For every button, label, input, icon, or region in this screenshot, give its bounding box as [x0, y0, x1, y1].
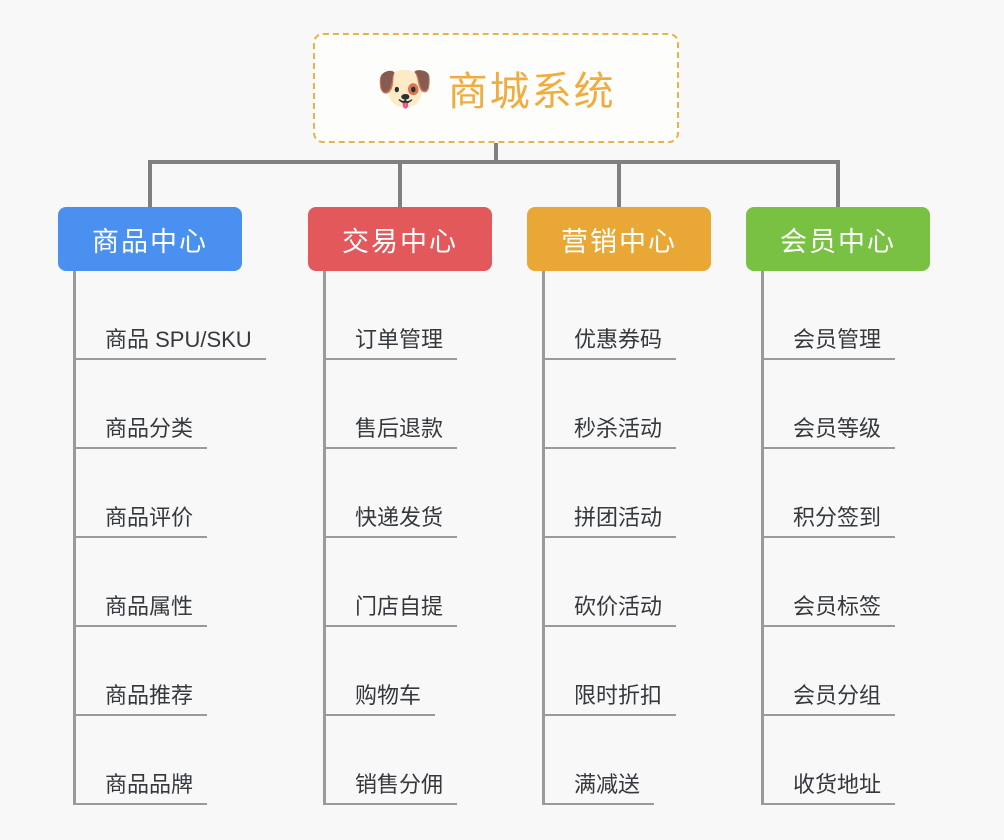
leaf-item-label: 满减送: [542, 772, 655, 805]
leaf-item[interactable]: 会员标签: [761, 538, 896, 627]
leaf-item[interactable]: 门店自提: [323, 538, 458, 627]
category-box-member-center[interactable]: 会员中心: [746, 207, 930, 271]
leaf-item-label: 限时折扣: [542, 683, 677, 716]
leaf-item[interactable]: 快递发货: [323, 449, 458, 538]
connector-drop-member-center: [836, 160, 840, 207]
leaf-item-label: 商品属性: [73, 594, 208, 627]
leaf-item[interactable]: 销售分佣: [323, 716, 458, 805]
leaf-item-label: 拼团活动: [542, 505, 677, 538]
leaf-item-label: 商品分类: [73, 416, 208, 449]
leaf-item-label: 收货地址: [761, 772, 896, 805]
leaf-item-label: 快递发货: [323, 505, 458, 538]
leaf-item[interactable]: 收货地址: [761, 716, 896, 805]
leaf-item[interactable]: 商品属性: [73, 538, 208, 627]
leaf-item-label: 销售分佣: [323, 772, 458, 805]
leaf-item[interactable]: 限时折扣: [542, 627, 677, 716]
leaf-item[interactable]: 商品品牌: [73, 716, 208, 805]
leaf-item[interactable]: 优惠券码: [542, 271, 677, 360]
leaf-item-label: 购物车: [323, 683, 436, 716]
leaf-spine-marketing-center: [542, 271, 545, 805]
leaf-item-label: 砍价活动: [542, 594, 677, 627]
root-node-mall-system[interactable]: 🐶 商城系统: [313, 33, 679, 143]
category-title-marketing-center: 营销中心: [561, 226, 677, 257]
connector-drop-trade-center: [398, 160, 402, 207]
leaf-item-label: 门店自提: [323, 594, 458, 627]
category-box-marketing-center[interactable]: 营销中心: [527, 207, 711, 271]
leaf-item-label: 会员等级: [761, 416, 896, 449]
leaf-item-label: 商品推荐: [73, 683, 208, 716]
leaf-item[interactable]: 拼团活动: [542, 449, 677, 538]
leaf-item[interactable]: 商品分类: [73, 360, 208, 449]
leaf-item[interactable]: 会员管理: [761, 271, 896, 360]
leaf-item[interactable]: 购物车: [323, 627, 436, 716]
root-node-title: 商城系统: [447, 70, 616, 114]
category-title-trade-center: 交易中心: [342, 226, 458, 257]
connector-drop-product-center: [148, 160, 152, 207]
category-title-product-center: 商品中心: [92, 226, 208, 257]
shiba-dog-face-icon: 🐶: [376, 62, 434, 114]
leaf-spine-member-center: [761, 271, 764, 805]
category-title-member-center: 会员中心: [780, 226, 896, 257]
leaf-item-label: 订单管理: [323, 327, 458, 360]
leaf-item-label: 会员分组: [761, 683, 896, 716]
leaf-item[interactable]: 秒杀活动: [542, 360, 677, 449]
leaf-item[interactable]: 订单管理: [323, 271, 458, 360]
leaf-item-label: 会员标签: [761, 594, 896, 627]
leaf-item[interactable]: 商品评价: [73, 449, 208, 538]
leaf-item[interactable]: 满减送: [542, 716, 655, 805]
leaf-item-label: 商品 SPU/SKU: [73, 327, 266, 360]
leaf-item[interactable]: 会员等级: [761, 360, 896, 449]
leaf-item-label: 售后退款: [323, 416, 458, 449]
leaf-item-label: 积分签到: [761, 505, 896, 538]
leaf-item[interactable]: 商品 SPU/SKU: [73, 271, 266, 360]
leaf-item[interactable]: 商品推荐: [73, 627, 208, 716]
leaf-item[interactable]: 售后退款: [323, 360, 458, 449]
connector-drop-marketing-center: [617, 160, 621, 207]
leaf-spine-product-center: [73, 271, 76, 805]
category-box-product-center[interactable]: 商品中心: [58, 207, 242, 271]
leaf-item[interactable]: 砍价活动: [542, 538, 677, 627]
connector-root-stem: [494, 143, 498, 164]
leaf-item-label: 商品品牌: [73, 772, 208, 805]
connector-horizontal-bus: [148, 160, 840, 164]
leaf-item-label: 商品评价: [73, 505, 208, 538]
category-box-trade-center[interactable]: 交易中心: [308, 207, 492, 271]
leaf-item-label: 会员管理: [761, 327, 896, 360]
leaf-item-label: 秒杀活动: [542, 416, 677, 449]
leaf-item[interactable]: 积分签到: [761, 449, 896, 538]
leaf-item-label: 优惠券码: [542, 327, 677, 360]
leaf-item[interactable]: 会员分组: [761, 627, 896, 716]
leaf-spine-trade-center: [323, 271, 326, 805]
